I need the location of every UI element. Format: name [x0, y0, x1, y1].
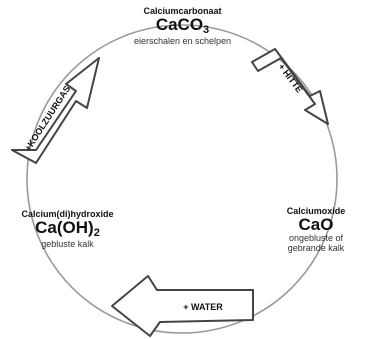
calcium-hydroxide-formula-main: Ca(OH)	[35, 218, 94, 238]
calcium-oxide-desc-line1: ongebluste of	[288, 233, 344, 244]
calcium-carbonate-desc: eierschalen en schelpen	[133, 35, 232, 46]
co2-arrow: +KOOLZUURGAS	[11, 57, 100, 164]
calcium-hydroxide-node: Calcium(di)hydroxide Ca(OH)2 gebluste ka…	[10, 209, 125, 249]
calcium-oxide-desc-line2: gebrande kalk	[287, 242, 345, 253]
calcium-carbonate-name: Calciumcarbonaat	[143, 6, 222, 16]
calcium-carbonate-node: Calciumcarbonaat CaCO3 eierschalen en sc…	[100, 6, 265, 46]
calcium-hydroxide-name: Calcium(di)hydroxide	[21, 209, 114, 219]
calcium-carbonate-formula-sub: 3	[203, 24, 210, 37]
calcium-carbonate-formula: CaCO3	[100, 16, 265, 37]
water-arrow-label: + WATER	[183, 302, 223, 312]
calcium-hydroxide-desc: gebluste kalk	[41, 238, 94, 249]
heat-arrow-label: + HITTE	[276, 62, 304, 95]
calcium-oxide-formula: CaO	[298, 215, 334, 235]
calcium-hydroxide-formula-sub: 2	[93, 227, 100, 240]
heat-arrow: + HITTE	[251, 48, 329, 125]
cycle-circle	[26, 24, 338, 334]
calcium-carbonate-formula-main: CaCO	[155, 15, 204, 35]
calcium-oxide-node: Calciumoxide CaO ongebluste of gebrande …	[271, 206, 361, 253]
calcium-oxide-name: Calciumoxide	[286, 206, 346, 216]
water-arrow: + WATER	[111, 275, 254, 337]
calcium-hydroxide-formula: Ca(OH)2	[10, 219, 125, 240]
